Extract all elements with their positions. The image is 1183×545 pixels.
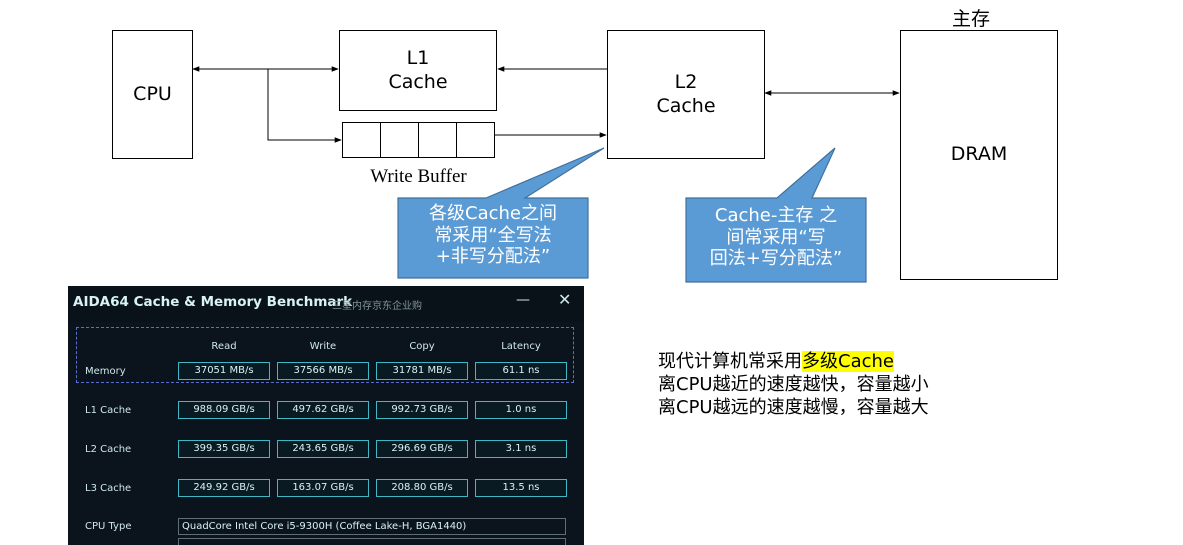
memory-latency: 61.1 ns	[475, 362, 567, 380]
l3-write: 163.07 GB/s	[277, 479, 369, 497]
write-buffer-slot	[381, 123, 419, 157]
write-buffer-slot	[419, 123, 457, 157]
l3-copy: 208.80 GB/s	[376, 479, 468, 497]
note-highlight: 多级Cache	[802, 351, 894, 372]
note-line-1-prefix: 现代计算机常采用	[658, 351, 802, 372]
dram-label: DRAM	[950, 143, 1008, 166]
l1-label-line2: Cache	[388, 70, 448, 93]
l3-latency: 13.5 ns	[475, 479, 567, 497]
row-label-memory: Memory	[85, 366, 126, 377]
callout-right-bubble	[685, 147, 867, 283]
aida64-titlebar	[68, 286, 584, 322]
callout-right-text: Cache-主存 之 间常采用“写 回法+写分配法”	[686, 205, 866, 270]
write-buffer-slot	[343, 123, 381, 157]
cpu-box: CPU	[112, 30, 193, 159]
memory-copy: 31781 MB/s	[376, 362, 468, 380]
l1-copy: 992.73 GB/s	[376, 401, 468, 419]
callout-left-text: 各级Cache之间 常采用“全写法 +非写分配法”	[398, 203, 588, 268]
callout-left-line: 常采用“全写法	[434, 224, 552, 246]
l2-cache-box: L2 Cache	[607, 30, 765, 159]
cpu-writebuffer-arrow	[267, 69, 342, 143]
column-header-copy: Copy	[409, 341, 435, 352]
callout-right-line: 间常采用“写	[726, 226, 826, 248]
cpu-label: CPU	[133, 82, 172, 105]
callout-right-line: Cache-主存 之	[714, 205, 838, 226]
cpu-stepping-field	[178, 538, 566, 545]
callout-left-line: 各级Cache之间	[429, 203, 557, 224]
callout-right-line: 回法+写分配法”	[709, 248, 843, 270]
l2-latency: 3.1 ns	[475, 440, 567, 458]
write-buffer-label: Write Buffer	[370, 166, 467, 187]
aida64-benchmark-window: AIDA64 Cache & Memory Benchmark 三星内存京东企业…	[68, 286, 584, 545]
l2-read: 399.35 GB/s	[178, 440, 270, 458]
note-line-2: 离CPU越近的速度越快，容量越小	[658, 374, 929, 395]
minimize-button[interactable]: —	[516, 292, 530, 308]
dram-box: DRAM	[900, 30, 1058, 280]
l2-write: 243.65 GB/s	[277, 440, 369, 458]
l2-label-line1: L2	[674, 70, 698, 93]
main-memory-label: 主存	[952, 9, 991, 30]
memory-read: 37051 MB/s	[178, 362, 270, 380]
aida64-title: AIDA64 Cache & Memory Benchmark	[73, 294, 353, 310]
aida64-subtitle: 三星内存京东企业购	[332, 301, 422, 312]
note-line-1: 现代计算机常采用多级Cache	[658, 350, 929, 373]
l2-label-line2: Cache	[656, 94, 716, 117]
close-button[interactable]: ✕	[558, 290, 572, 309]
row-label-l1-cache: L1 Cache	[85, 405, 132, 416]
column-header-write: Write	[309, 341, 337, 352]
callout-left-bubble	[397, 147, 605, 279]
l2-copy: 296.69 GB/s	[376, 440, 468, 458]
write-buffer	[342, 122, 495, 158]
l1-read: 988.09 GB/s	[178, 401, 270, 419]
cpu-type-value: QuadCore Intel Core i5-9300H (Coffee Lak…	[178, 518, 566, 535]
write-buffer-slot	[457, 123, 494, 157]
callout-left-line: +非写分配法”	[435, 246, 551, 268]
column-header-read: Read	[211, 341, 237, 352]
l1-latency: 1.0 ns	[475, 401, 567, 419]
l1-label-line1: L1	[406, 46, 430, 69]
row-label-l2-cache: L2 Cache	[85, 444, 132, 455]
notes-block: 现代计算机常采用多级Cache 离CPU越近的速度越快，容量越小 离CPU越远的…	[658, 350, 929, 419]
l3-read: 249.92 GB/s	[178, 479, 270, 497]
l1-cache-box: L1 Cache	[339, 30, 497, 111]
note-line-3: 离CPU越远的速度越慢，容量越大	[658, 397, 929, 418]
row-label-l3-cache: L3 Cache	[85, 483, 132, 494]
memory-row-focus-frame	[76, 327, 574, 383]
l1-write: 497.62 GB/s	[277, 401, 369, 419]
row-label-cpu-type: CPU Type	[85, 521, 132, 532]
memory-write: 37566 MB/s	[277, 362, 369, 380]
column-header-latency: Latency	[501, 341, 541, 352]
